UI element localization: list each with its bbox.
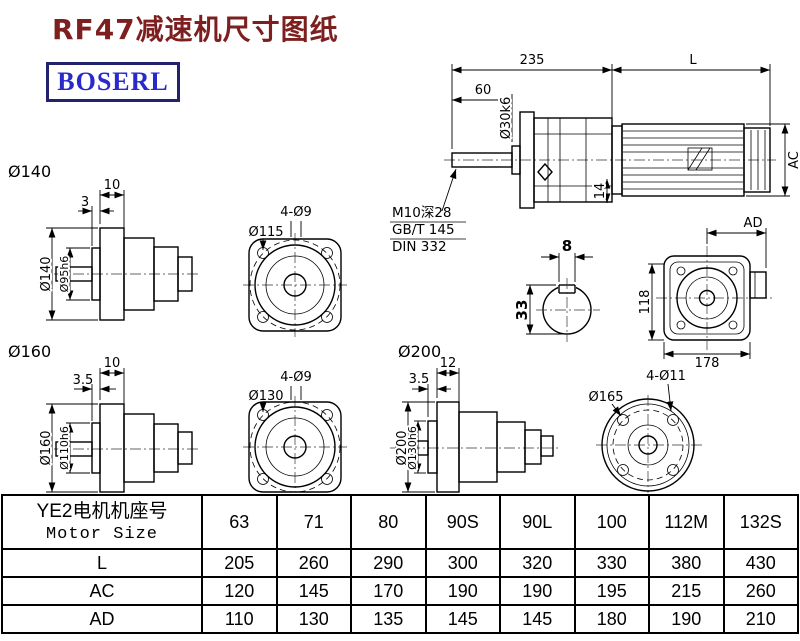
- flange140-front-view: 4-Ø9 Ø115: [243, 205, 347, 337]
- table-cell: 380: [648, 548, 725, 578]
- dim-flange140-3: 3: [81, 195, 89, 210]
- rear-view: AD 118 178: [636, 216, 772, 371]
- motor-nameplate: [687, 147, 713, 171]
- table-row-AC: AC 120 145 170 190 190 195 215 260: [1, 576, 799, 606]
- thread-note-line1: M10深28: [392, 205, 452, 221]
- motor-size-header-cell: YE2电机机座号 Motor Size: [1, 494, 203, 550]
- table-cell: 320: [499, 548, 576, 578]
- fan-cover: [743, 127, 771, 193]
- table-cell: 180: [573, 604, 650, 634]
- dim-flange140-boltcircle: Ø115: [248, 225, 283, 240]
- table-cell: 210: [722, 604, 799, 634]
- dim-flange140-od: Ø140: [39, 256, 54, 291]
- flange160-front-view: 4-Ø9 Ø130: [243, 370, 347, 493]
- dim-L: L: [689, 53, 697, 68]
- table-cell: 135: [350, 604, 427, 634]
- table-cell: 80: [350, 494, 427, 550]
- table-cell: 190: [648, 604, 725, 634]
- dim-flange200-od: Ø200: [395, 430, 410, 465]
- callout-140: Ø140: [8, 162, 51, 181]
- table-cell: 145: [499, 604, 576, 634]
- dim-118: 118: [638, 290, 653, 315]
- dim-33: 33: [513, 300, 531, 321]
- technical-drawing: 235 L 60 Ø30k6 AC 14 M10深28 GB/T 145 DIN…: [8, 53, 800, 493]
- dim-flange200-boltcircle: Ø165: [588, 390, 623, 405]
- table-cell: 120: [201, 576, 278, 606]
- thread-note-line2: GB/T 145: [392, 222, 455, 238]
- table-cell: 71: [275, 494, 352, 550]
- motor-size-label-cn: YE2电机机座号: [36, 501, 168, 523]
- dim-flange140-spigot: Ø95h6: [58, 256, 71, 293]
- dim-shaft-dia: Ø30k6: [499, 97, 514, 140]
- motor-size-table: YE2电机机座号 Motor Size 63 71 80 90S 90L 100…: [1, 494, 799, 634]
- table-row-header: YE2电机机座号 Motor Size 63 71 80 90S 90L 100…: [1, 494, 799, 550]
- dim-235: 235: [520, 53, 545, 68]
- table-cell: 300: [424, 548, 501, 578]
- table-row-AD: AD 110 130 135 145 145 180 190 210: [1, 604, 799, 634]
- table-cell: 195: [573, 576, 650, 606]
- dim-flange160-od: Ø160: [39, 430, 54, 465]
- table-cell: 430: [722, 548, 799, 578]
- table-cell: 132S: [722, 494, 799, 550]
- dim-flange140-holes: 4-Ø9: [280, 205, 311, 220]
- callout-200: Ø200: [398, 342, 441, 361]
- table-cell: 205: [201, 548, 278, 578]
- table-cell: 112M: [648, 494, 725, 550]
- flange200-front-view: 4-Ø11 Ø165: [588, 369, 702, 493]
- flange140-side-view: Ø140 10 3 Ø140 Ø95h6: [8, 162, 198, 321]
- brand-logo-text: BOSERL: [57, 67, 169, 96]
- callout-160: Ø160: [8, 342, 51, 361]
- dim-14: 14: [593, 183, 608, 200]
- brand-logo: BOSERL: [46, 62, 180, 102]
- table-cell: 90S: [424, 494, 501, 550]
- table-cell: 145: [424, 604, 501, 634]
- thread-note-line3: DIN 332: [392, 239, 447, 255]
- dim-flange200-holes: 4-Ø11: [646, 369, 686, 384]
- table-cell: 260: [275, 548, 352, 578]
- dim-178: 178: [695, 356, 720, 371]
- table-cell: 190: [424, 576, 501, 606]
- vent-plug-symbol: [537, 162, 553, 182]
- motor-size-label-en: Motor Size: [45, 524, 159, 544]
- main-assembly-side-view: 235 L 60 Ø30k6 AC 14 M10深28 GB/T 145 DIN…: [390, 53, 800, 255]
- table-cell: 290: [350, 548, 427, 578]
- dim-flange160-holes: 4-Ø9: [280, 370, 311, 385]
- dim-flange200-12: 12: [440, 356, 457, 371]
- row-label: L: [1, 548, 203, 578]
- dim-8: 8: [562, 237, 572, 255]
- table-cell: 110: [201, 604, 278, 634]
- dim-flange160-spigot: Ø110h6: [58, 426, 71, 470]
- table-cell: 63: [201, 494, 278, 550]
- table-cell: 215: [648, 576, 725, 606]
- shaft-end-view: 8 33: [511, 237, 600, 342]
- row-label: AC: [1, 576, 203, 606]
- dim-flange200-35: 3.5: [409, 372, 430, 387]
- table-cell: 190: [499, 576, 576, 606]
- terminal-box: [749, 271, 767, 299]
- flange200-side-view: Ø200 12 3.5 Ø200 Ø130h6: [390, 342, 558, 493]
- table-cell: 330: [573, 548, 650, 578]
- table-cell: 130: [275, 604, 352, 634]
- page-title: RF47减速机尺寸图纸: [52, 13, 339, 46]
- dim-flange160-10: 10: [104, 356, 121, 371]
- table-cell: 170: [350, 576, 427, 606]
- dim-flange140-10: 10: [104, 178, 121, 193]
- table-cell: 90L: [499, 494, 576, 550]
- flange160-side-view: Ø160 10 3.5 Ø160 Ø110h6: [8, 342, 198, 493]
- dim-AC: AC: [787, 151, 800, 169]
- table-cell: 145: [275, 576, 352, 606]
- dim-AD: AD: [744, 216, 763, 231]
- table-cell: 260: [722, 576, 799, 606]
- row-label: AD: [1, 604, 203, 634]
- dim-flange200-spigot: Ø130h6: [406, 426, 419, 470]
- table-cell: 100: [573, 494, 650, 550]
- dim-flange160-boltcircle: Ø130: [248, 389, 283, 404]
- dim-flange160-35: 3.5: [73, 373, 94, 388]
- table-row-L: L 205 260 290 300 320 330 380 430: [1, 548, 799, 578]
- dim-60: 60: [475, 83, 492, 98]
